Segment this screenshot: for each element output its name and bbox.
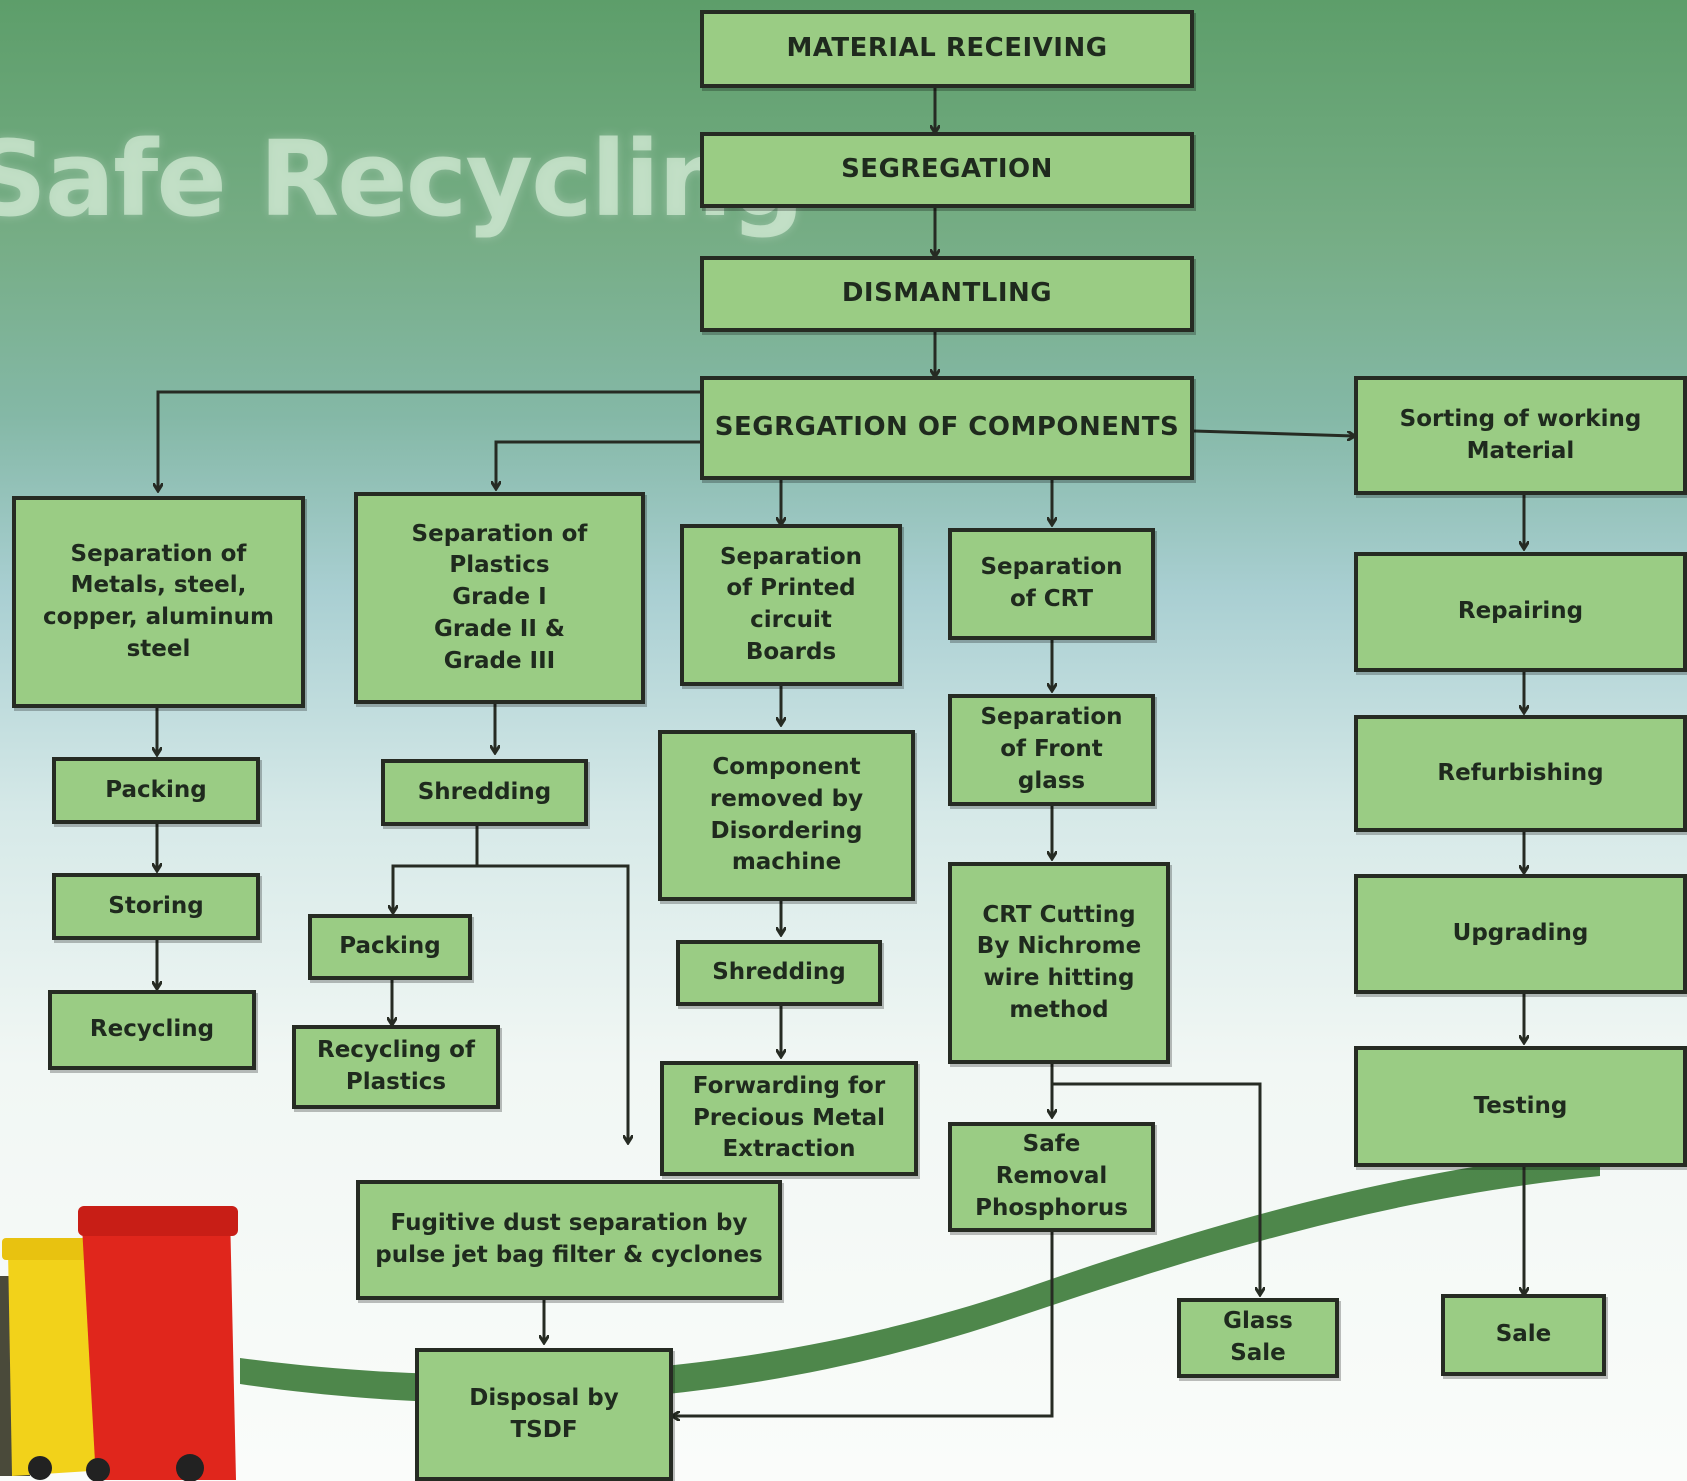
disposal-tsdf-box: Disposal by TSDF — [415, 1348, 673, 1481]
separation-plastics-box: Separation of Plastics Grade I Grade II … — [354, 492, 645, 704]
segregation-box: SEGREGATION — [700, 132, 1194, 208]
metals-storing-box: Storing — [52, 873, 260, 940]
dismantling-box: DISMANTLING — [700, 256, 1194, 332]
recycling-of-plastics-box: Recycling of Plastics — [292, 1025, 500, 1109]
fugitive-dust-box: Fugitive dust separation by pulse jet ba… — [356, 1180, 782, 1300]
separation-pcb-box: Separation of Printed circuit Boards — [680, 524, 902, 686]
refurbishing-box: Refurbishing — [1354, 715, 1687, 832]
metals-packing-box: Packing — [52, 757, 260, 824]
recycle-bins-image — [0, 1206, 238, 1481]
separation-metals-box: Separation of Metals, steel, copper, alu… — [12, 496, 305, 708]
repairing-box: Repairing — [1354, 552, 1687, 672]
crt-cutting-box: CRT Cutting By Nichrome wire hitting met… — [948, 862, 1170, 1064]
upgrading-box: Upgrading — [1354, 874, 1687, 994]
separation-front-glass-box: Separation of Front glass — [948, 694, 1155, 806]
testing-box: Testing — [1354, 1046, 1687, 1167]
forwarding-precious-metal-box: Forwarding for Precious Metal Extraction — [660, 1061, 918, 1176]
separation-crt-box: Separation of CRT — [948, 528, 1155, 640]
plastics-shredding-box: Shredding — [381, 759, 588, 826]
page-title: Safe Recycling — [0, 118, 805, 240]
material-receiving-box: MATERIAL RECEIVING — [700, 10, 1194, 88]
safe-removal-phosphorus-box: Safe Removal Phosphorus — [948, 1122, 1155, 1232]
sale-box: Sale — [1441, 1294, 1606, 1376]
component-removed-box: Component removed by Disordering machine — [658, 730, 915, 901]
plastics-packing-box: Packing — [308, 914, 472, 980]
pcb-shredding-box: Shredding — [676, 940, 882, 1006]
metals-recycling-box: Recycling — [48, 990, 256, 1070]
segregation-of-components-box: SEGRGATION OF COMPONENTS — [700, 376, 1194, 480]
sorting-working-material-box: Sorting of working Material — [1354, 376, 1687, 495]
glass-sale-box: Glass Sale — [1177, 1298, 1339, 1378]
